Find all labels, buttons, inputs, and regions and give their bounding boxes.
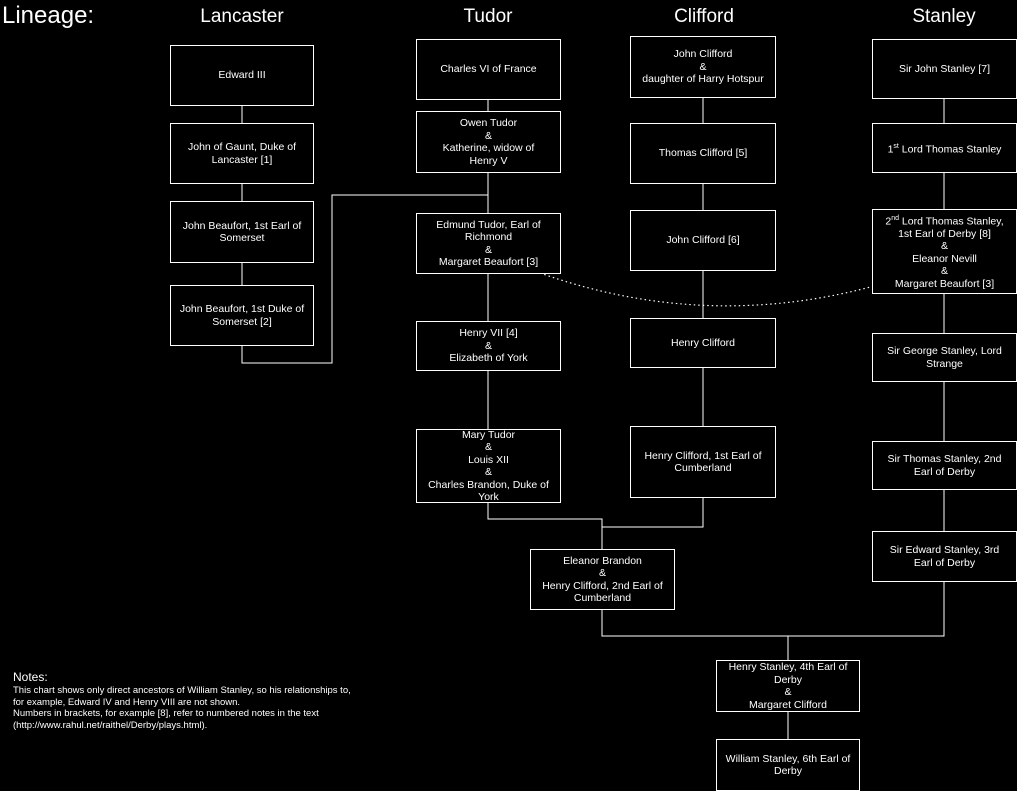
person-thomas-clifford: Thomas Clifford [5] (630, 123, 776, 184)
person-john-clifford-hotspur: John Clifford & daughter of Harry Hotspu… (630, 36, 776, 98)
chart-title: Lineage: (2, 2, 95, 29)
notes-section: Notes: This chart shows only direct ance… (13, 670, 353, 731)
person-mary-tudor: Mary Tudor & Louis XII & Charles Brandon… (416, 429, 561, 503)
person-sir-edward-stanley: Sir Edward Stanley, 3rd Earl of Derby (872, 531, 1017, 582)
person-john-beaufort-earl: John Beaufort, 1st Earl of Somerset (170, 201, 314, 263)
notes-paragraph: Numbers in brackets, for example [8], re… (13, 708, 319, 731)
notes-paragraph: This chart shows only direct ancestors o… (13, 685, 351, 708)
person-1st-lord-thomas-stanley: 1st Lord Thomas Stanley (872, 123, 1017, 173)
column-header-tudor: Tudor (463, 6, 513, 27)
person-sir-john-stanley: Sir John Stanley [7] (872, 39, 1017, 99)
person-henry-clifford: Henry Clifford (630, 318, 776, 368)
person-2nd-lord-thomas-stanley: 2nd Lord Thomas Stanley, 1st Earl of Der… (872, 209, 1017, 294)
person-eleanor-brandon: Eleanor Brandon & Henry Clifford, 2nd Ea… (530, 549, 675, 610)
person-john-beaufort-duke: John Beaufort, 1st Duke of Somerset [2] (170, 285, 314, 346)
person-owen-tudor: Owen Tudor & Katherine, widow of Henry V (416, 111, 561, 173)
notes-title: Notes: (13, 670, 48, 684)
person-john-clifford-6: John Clifford [6] (630, 210, 776, 271)
person-charles-vi: Charles VI of France (416, 39, 561, 100)
person-henry-clifford-1st-earl: Henry Clifford, 1st Earl of Cumberland (630, 426, 776, 498)
person-edmund-tudor: Edmund Tudor, Earl of Richmond & Margare… (416, 213, 561, 274)
same-person-dotted-link (539, 272, 896, 307)
person-william-stanley: William Stanley, 6th Earl of Derby (716, 739, 860, 791)
person-henry-vii: Henry VII [4] & Elizabeth of York (416, 321, 561, 371)
person-edward-iii: Edward III (170, 45, 314, 106)
person-john-of-gaunt: John of Gaunt, Duke of Lancaster [1] (170, 123, 314, 184)
person-sir-george-stanley: Sir George Stanley, Lord Strange (872, 333, 1017, 382)
column-header-stanley: Stanley (912, 6, 976, 27)
column-header-lancaster: Lancaster (200, 6, 284, 27)
person-henry-stanley: Henry Stanley, 4th Earl of Derby & Marga… (716, 660, 860, 712)
column-header-clifford: Clifford (674, 6, 734, 27)
person-sir-thomas-stanley: Sir Thomas Stanley, 2nd Earl of Derby (872, 441, 1017, 490)
